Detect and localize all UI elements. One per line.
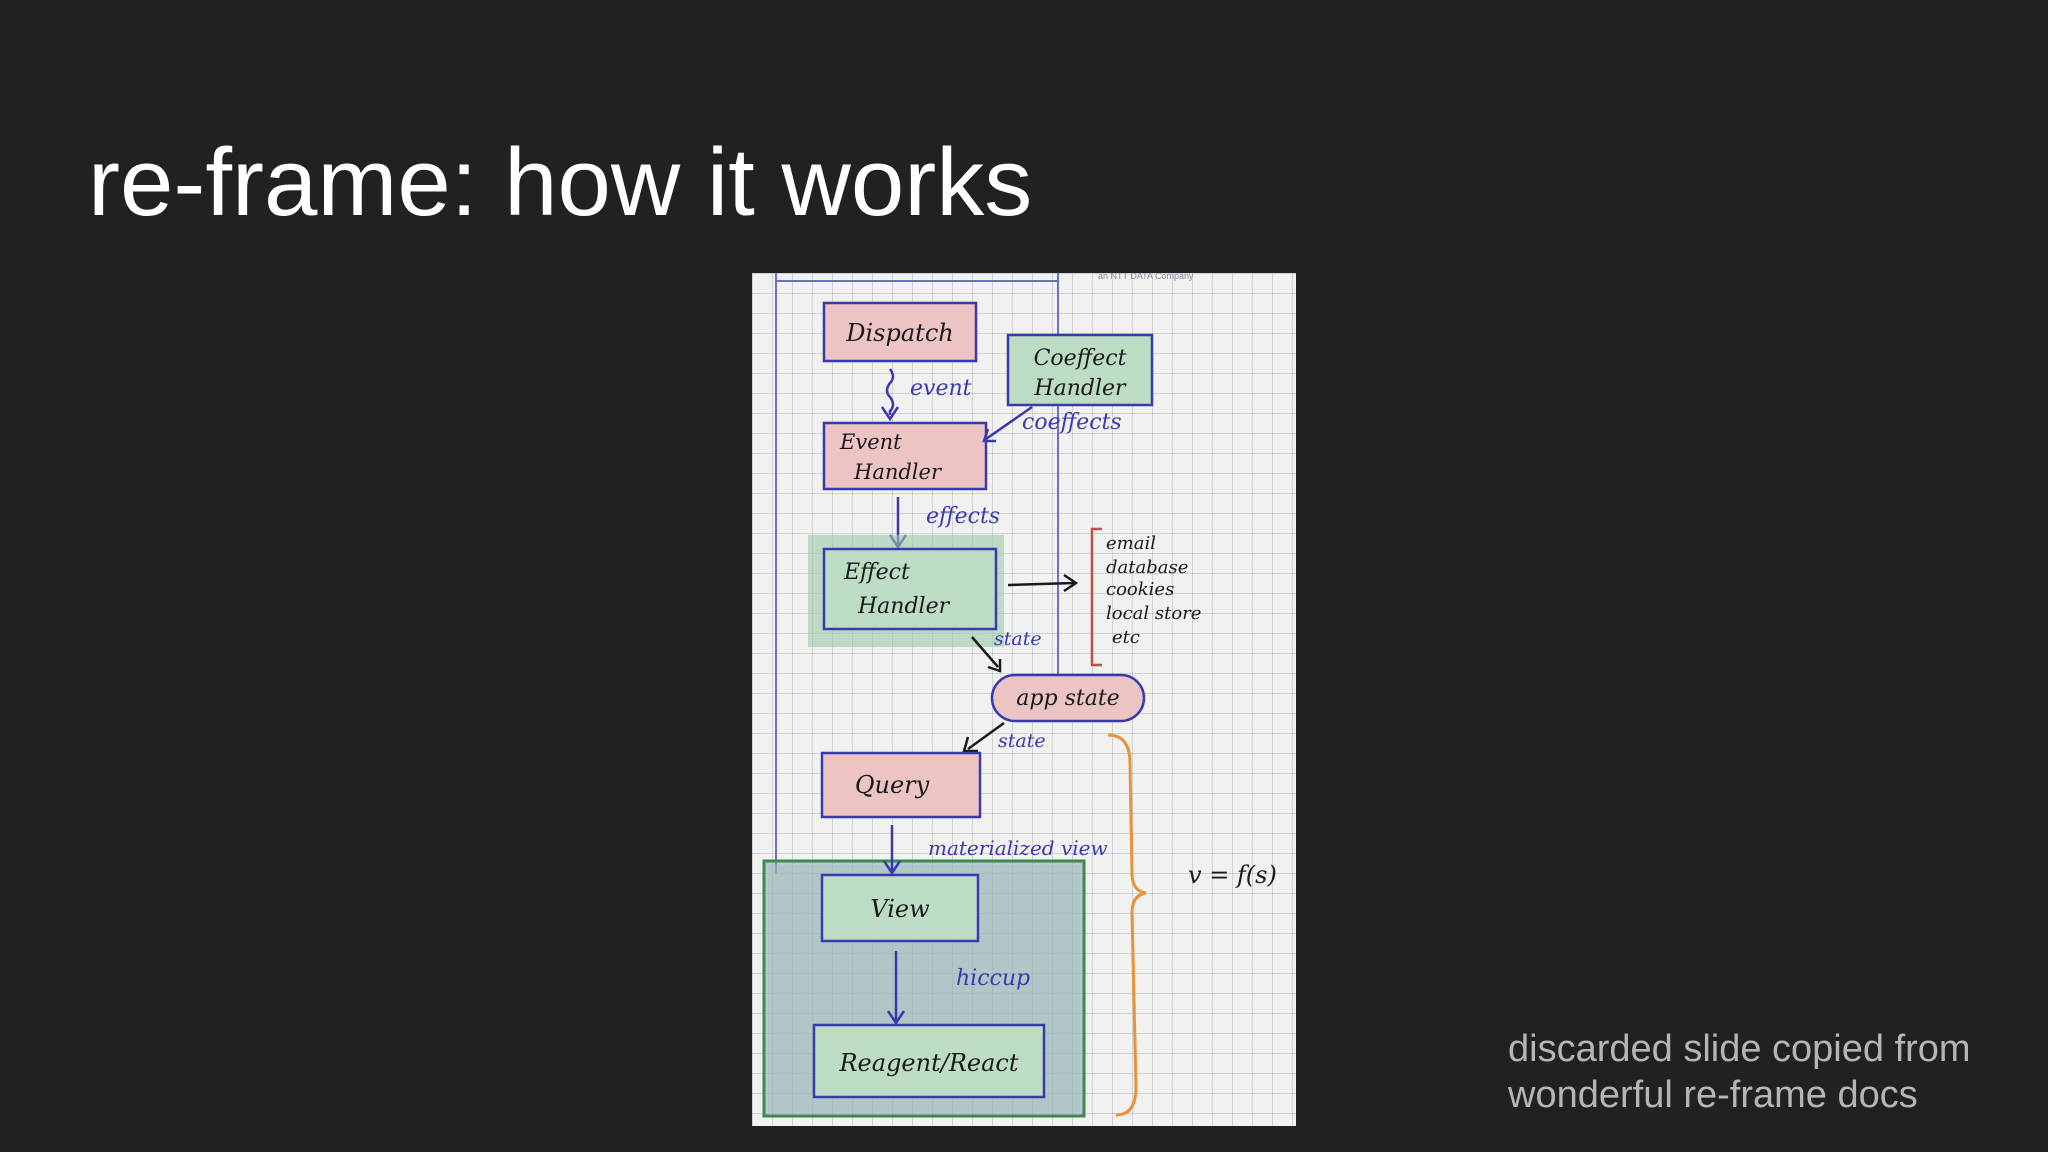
side-effects-bracket	[1090, 527, 1102, 667]
view-label: View	[870, 895, 930, 923]
diagram-photo: an NTT DATA Company Dispatch Coeffect Ha…	[752, 273, 1296, 1126]
effects-edge-label: effects	[926, 504, 1000, 529]
side-effect-database: database	[1106, 557, 1188, 578]
coeffects-arrowhead	[982, 428, 996, 443]
reframe-flow-diagram: an NTT DATA Company Dispatch Coeffect Ha…	[762, 273, 1277, 1118]
state-in-arrow	[967, 721, 1005, 751]
hiccup-edge-label: hiccup	[956, 966, 1030, 991]
hiccup-arrowhead	[886, 1010, 906, 1026]
event-handler-box	[822, 421, 988, 491]
event-edge-label: event	[910, 376, 972, 401]
coeffects-arrow	[985, 405, 1033, 441]
effect-handler-label-1: Effect	[843, 560, 910, 585]
side-effect-etc: etc	[1112, 627, 1140, 648]
reagent-react-label: Reagent/React	[838, 1049, 1018, 1077]
side-effect-email: email	[1106, 533, 1156, 554]
coeffect-handler-label-2: Handler	[1033, 376, 1127, 401]
state-out-arrowhead	[987, 659, 1002, 673]
dispatch-label: Dispatch	[845, 319, 953, 347]
view-function-brace	[1107, 733, 1147, 1117]
event-handler-label-1: Event	[839, 430, 902, 454]
effect-handler-label-2: Handler	[857, 594, 951, 619]
side-effect-local-store: local store	[1106, 603, 1201, 624]
side-effect-cookies: cookies	[1106, 579, 1174, 600]
view-box	[820, 873, 980, 943]
coeffect-handler-box	[1006, 333, 1154, 407]
event-handler-label-2: Handler	[853, 460, 943, 484]
state-out-arrow	[971, 636, 999, 668]
side-effects-arrow	[1007, 581, 1075, 587]
footnote: discarded slide copied from wonderful re…	[1508, 1026, 1971, 1118]
slide-title: re-frame: how it works	[88, 129, 1033, 236]
query-label: Query	[855, 771, 930, 799]
reagent-react-box	[812, 1023, 1046, 1099]
coeffect-handler-label-1: Coeffect	[1034, 346, 1127, 371]
app-state-label: app state	[1016, 686, 1119, 711]
query-box	[820, 751, 982, 819]
side-effects-arrowhead	[1063, 573, 1079, 593]
event-arrow	[885, 368, 895, 415]
materialized-view-arrowhead	[882, 860, 902, 876]
formula-label: v = f(s)	[1188, 861, 1277, 889]
effect-handler-box	[822, 547, 998, 631]
app-state-node	[990, 673, 1146, 723]
state-out-edge-label: state	[994, 628, 1042, 650]
watermark: an NTT DATA Company	[1098, 273, 1194, 281]
event-arrowhead	[880, 406, 900, 422]
state-in-edge-label: state	[998, 730, 1046, 752]
materialized-view-edge-label: materialized view	[928, 836, 1108, 860]
state-in-arrowhead	[962, 736, 978, 753]
coeffects-edge-label: coeffects	[1022, 410, 1122, 435]
dispatch-box	[822, 301, 978, 363]
footnote-line-1: discarded slide copied from	[1508, 1028, 1971, 1070]
footnote-line-2: wonderful re-frame docs	[1508, 1074, 1918, 1116]
